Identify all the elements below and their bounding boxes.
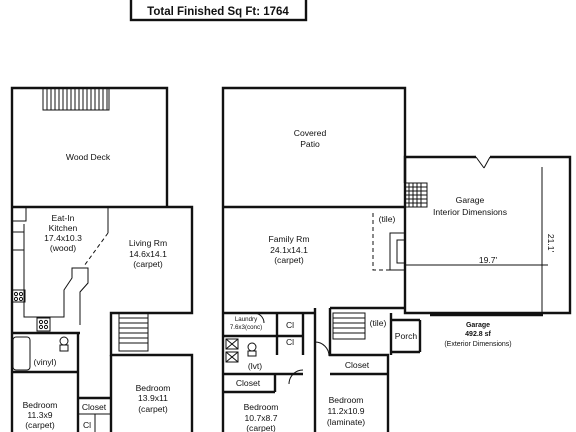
bedroom-a-dims: 11.3x9 bbox=[27, 410, 52, 420]
living-floor: (carpet) bbox=[133, 259, 163, 269]
bedroom-c-floor: (carpet) bbox=[246, 423, 276, 432]
bedroom-c-dims: 10.7x8.7 bbox=[245, 413, 278, 423]
left-plan: Wood Deck Eat-In Kitchen 17.4x10.3 (wood… bbox=[10, 86, 194, 432]
covered-patio-outline bbox=[221, 86, 407, 207]
bedroom-d-dims: 11.2x10.9 bbox=[327, 406, 364, 416]
garage-steps bbox=[404, 182, 428, 208]
bedroom-d-name: Bedroom bbox=[329, 395, 364, 405]
closet-a-label: Closet bbox=[236, 378, 261, 388]
total-sqft-label: Total Finished Sq Ft: 1764 bbox=[147, 6, 289, 18]
lvt-label: (lvt) bbox=[248, 361, 262, 371]
garage-outline bbox=[403, 155, 572, 315]
closet-abbr-label: Cl bbox=[83, 420, 91, 430]
vinyl-label: (vinyl) bbox=[34, 357, 57, 367]
left-stairs bbox=[118, 312, 149, 352]
garage-int-line-1: Garage bbox=[456, 195, 485, 205]
garage-door-swing bbox=[475, 156, 491, 169]
laundry-door-arc bbox=[253, 312, 265, 324]
family-dims: 24.1x14.1 bbox=[270, 245, 308, 255]
kitchen-corner-cabinet bbox=[11, 206, 27, 222]
sink-icon bbox=[11, 231, 25, 251]
living-dims: 14.6x14.1 bbox=[129, 249, 167, 259]
garage-top-wall-a bbox=[403, 155, 476, 183]
kitchen-counter bbox=[23, 224, 89, 325]
toilet-icon bbox=[59, 336, 69, 346]
closet-label: Closet bbox=[82, 402, 107, 412]
garage-ext-title: Garage bbox=[466, 322, 490, 329]
cl-1-label: Cl bbox=[286, 320, 294, 330]
washer-dryer-icons bbox=[225, 338, 239, 363]
bathtub-icon bbox=[12, 336, 31, 371]
right-stairs bbox=[332, 312, 366, 340]
tile-hearth-outline bbox=[372, 213, 390, 271]
bedroom-b-floor: (carpet) bbox=[138, 404, 168, 414]
bedroom-b-name: Bedroom bbox=[136, 383, 171, 393]
patio-line-2: Patio bbox=[300, 139, 320, 149]
living-name: Living Rm bbox=[129, 238, 167, 248]
porch-label: Porch bbox=[395, 331, 418, 341]
kitchen-floor: (wood) bbox=[50, 243, 76, 253]
family-name: Family Rm bbox=[268, 234, 309, 244]
wood-deck-label: Wood Deck bbox=[66, 152, 111, 162]
bedroom-a-floor: (carpet) bbox=[25, 420, 55, 430]
deck-stairs bbox=[42, 87, 110, 111]
family-floor: (carpet) bbox=[274, 255, 304, 265]
garage-depth-label: 21.1' bbox=[546, 234, 556, 253]
bedroom-d-floor: (laminate) bbox=[327, 417, 365, 427]
left-house-outline bbox=[12, 205, 194, 432]
hall-door-arc bbox=[314, 341, 330, 357]
stove-icon bbox=[11, 289, 26, 303]
garage-ext-sqft: 492.8 sf bbox=[465, 331, 491, 338]
laundry-dims: 7.6x3(conc) bbox=[230, 324, 262, 331]
toilet-icon-2 bbox=[247, 342, 257, 352]
header-box: Total Finished Sq Ft: 1764 bbox=[129, 0, 308, 22]
bedroom-b-dims: 13.9x11 bbox=[138, 393, 168, 403]
patio-line-1: Covered bbox=[294, 128, 327, 138]
kitchen-living-divider bbox=[83, 232, 109, 267]
bedroom-a-name: Bedroom bbox=[23, 400, 58, 410]
garage-ext-note: (Exterior Dimensions) bbox=[444, 341, 511, 348]
bath-door-arc bbox=[288, 369, 304, 385]
cl-2-label: Cl bbox=[286, 337, 294, 347]
right-plan: Covered Patio Family Rm 24.1x14.1 (carpe… bbox=[221, 86, 572, 432]
wood-deck-outline bbox=[10, 86, 169, 208]
tile-porch-label: (tile) bbox=[370, 318, 387, 328]
tile-family-label: (tile) bbox=[379, 214, 396, 224]
kitchen-name-2: Kitchen bbox=[49, 223, 78, 233]
kitchen-name-1: Eat-In bbox=[52, 213, 75, 223]
garage-int-line-2: Interior Dimensions bbox=[433, 207, 507, 217]
garage-width-label: 19.7' bbox=[479, 255, 498, 265]
bedroom-c-name: Bedroom bbox=[244, 402, 279, 412]
closet-b-label: Closet bbox=[345, 360, 370, 370]
laundry-name: Laundry bbox=[235, 316, 258, 323]
range-icon bbox=[36, 317, 51, 332]
kitchen-dims: 17.4x10.3 bbox=[44, 233, 82, 243]
